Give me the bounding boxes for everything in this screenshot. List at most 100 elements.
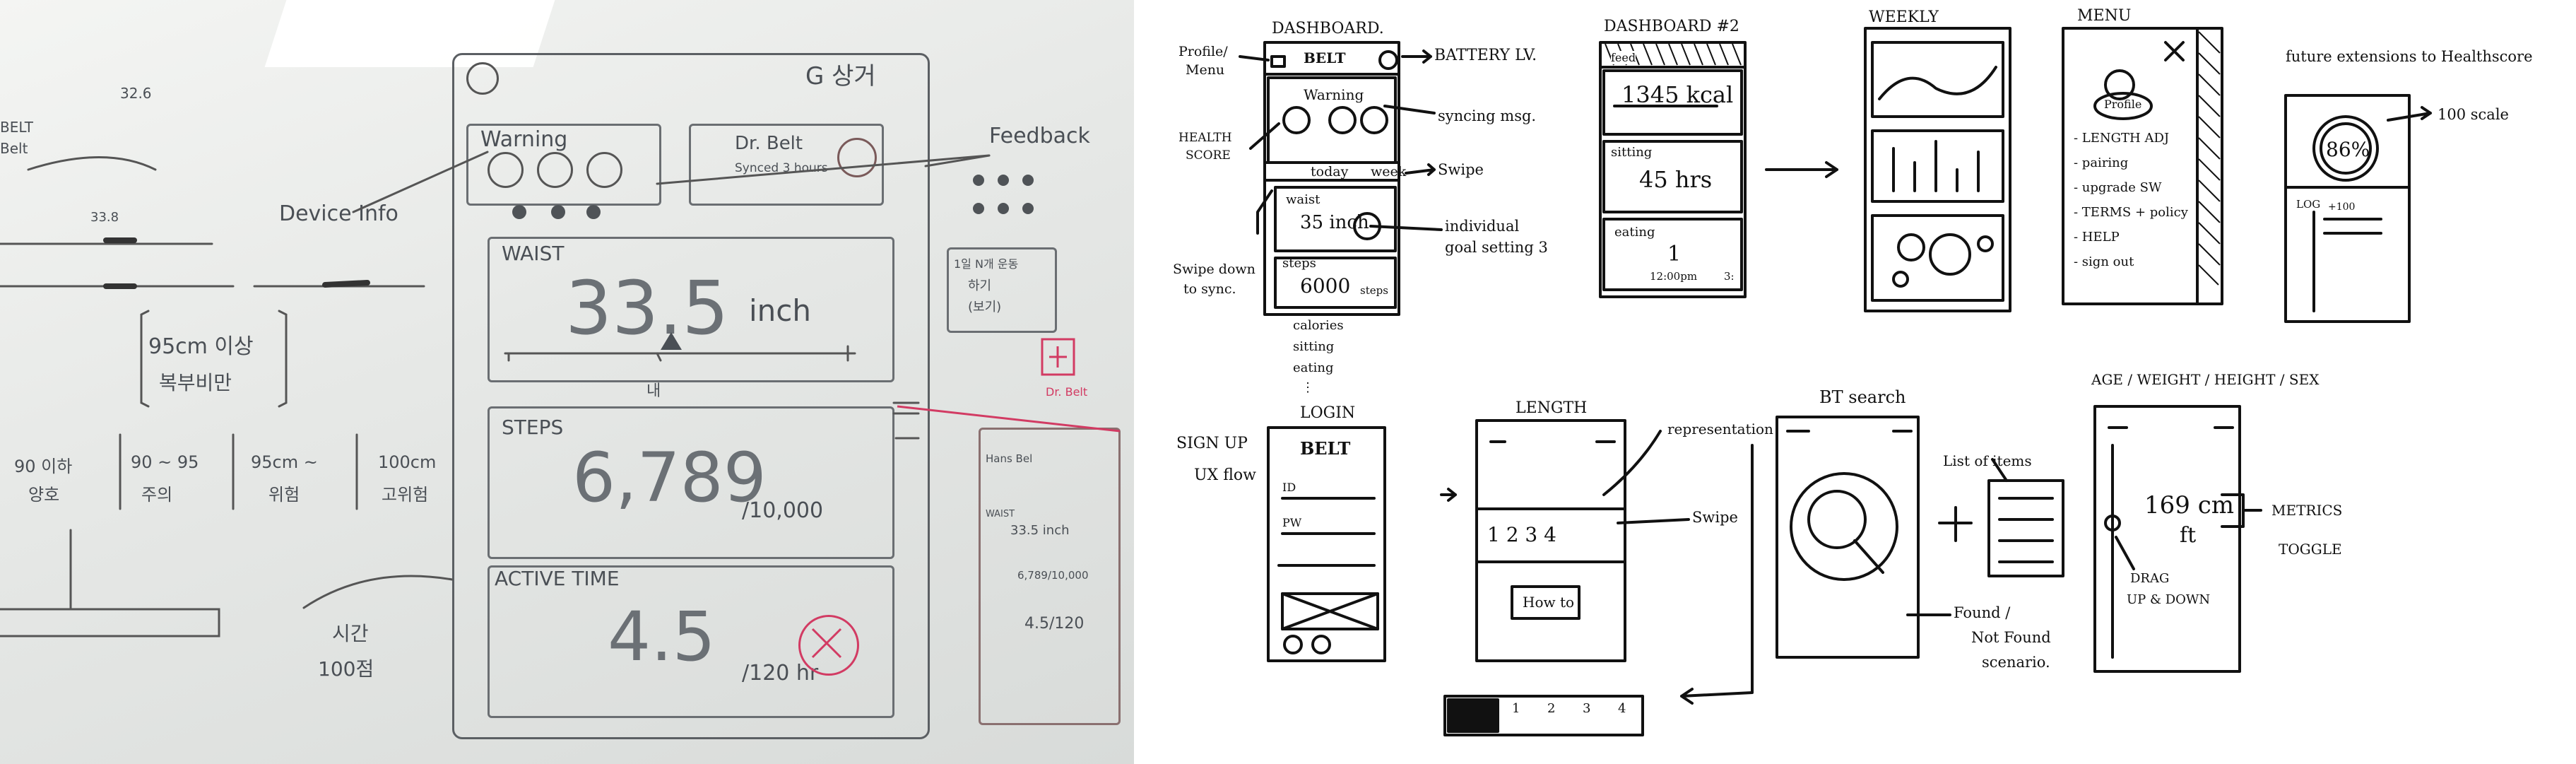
sk-individual-2: goal setting 3 [1445, 239, 1548, 256]
wb-side-note-3: (보기) [968, 300, 1002, 315]
sk-more-1: calories [1293, 318, 1344, 333]
sk-menu-item-2: - pairing [2074, 155, 2129, 170]
sk-eating-value: 1 [1667, 242, 1682, 266]
wb-steps-goal: /10,000 [742, 498, 824, 523]
wb-warning-circle-1 [488, 152, 524, 188]
wb-waist-label: WAIST [502, 242, 565, 265]
wb-steps-label: STEPS [502, 416, 564, 439]
sk-found-2: Not Found [1971, 629, 2051, 646]
wb-drbelt-red: Dr. Belt [1046, 385, 1088, 399]
sk-age-title: AGE / WEIGHT / HEIGHT / SEX [2091, 371, 2320, 388]
wb-steps-panel [488, 406, 894, 559]
wb-warning-circle-3 [586, 152, 622, 188]
sk-representation: representation [1667, 421, 1773, 437]
sk-belt: BELT [1304, 49, 1346, 66]
sk-howto: How to [1523, 594, 1575, 611]
wb-waist-value: 33.5 [565, 265, 729, 351]
wb-scale-2: 양호 [28, 485, 60, 505]
wb-top-circle [466, 62, 499, 95]
sk-strip-4: 4 [1618, 701, 1626, 716]
wb-range-text-2: 복부비만 [159, 371, 232, 394]
wb-active-label: ACTIVE TIME [495, 567, 620, 590]
wb-bottom-left-2: 100점 [318, 657, 374, 681]
wb-red-badge [798, 615, 859, 676]
sk-score: 86% [2326, 138, 2370, 161]
sk-week: week [1371, 164, 1407, 180]
wb-side-note-2: 하기 [968, 278, 992, 293]
sk-strip-1: 1 [1512, 701, 1520, 716]
sk-found-1: Found / [1954, 604, 2011, 621]
sk-signup-1: SIGN UP [1176, 435, 1248, 452]
sk-scale100: 100 scale [2438, 106, 2509, 123]
wb-mini-5: 4.5/120 [1024, 615, 1085, 633]
sk-individual-1: individual [1445, 218, 1520, 235]
sk-more-3: eating [1293, 360, 1334, 375]
sk-login-pw: PW [1282, 516, 1302, 529]
wb-mini-3: 33.5 inch [1010, 523, 1070, 538]
sk-warning: Warning [1304, 86, 1364, 103]
wb-scale-5: 95cm ~ [251, 452, 318, 472]
wb-waist-unit: inch [749, 293, 811, 328]
whiteboard-photo: G 상거 Warning Dr. Belt Synced 3 hours Fee… [0, 0, 1134, 764]
wb-bottom-left-1: 시간 [332, 622, 369, 645]
wb-range-text-1: 95cm 이상 [148, 334, 254, 359]
sk-strip-2: 2 [1547, 701, 1556, 716]
sk-feed: feed [1611, 51, 1636, 64]
wb-scale-4: 주의 [141, 485, 173, 505]
sk-sitting-value: 45 hrs [1639, 166, 1713, 193]
sk-today: today [1311, 164, 1349, 180]
wb-warning-label: Warning [480, 127, 568, 152]
sk-log: LOG [2296, 198, 2321, 211]
sk-weekly-title: WEEKLY [1869, 8, 1939, 26]
wb-mini-1: Hans Bel [986, 452, 1033, 465]
wb-measure-small: 33.8 [90, 210, 119, 225]
wb-active-panel [488, 565, 894, 718]
sk-menu-item-4: - TERMS + policy [2074, 205, 2188, 220]
sk-eating: eating [1614, 225, 1655, 240]
wb-left-label-1: BELT [0, 119, 33, 136]
wb-feedback-label: Feedback [989, 124, 1090, 148]
wb-slider-mark: 내 [646, 382, 661, 400]
sk-strip-3: 3 [1583, 701, 1591, 716]
sk-length-swipe: Swipe [1692, 509, 1738, 526]
sk-profile-menu-2: Menu [1186, 62, 1225, 78]
sk-menu-item-3: - upgrade SW [2074, 180, 2162, 195]
wb-steps-value: 6,789 [572, 438, 767, 517]
sk-drag-1: DRAG [2130, 571, 2170, 586]
sk-swipe-down-1: Swipe down [1173, 261, 1255, 277]
wb-drbelt-label: Dr. Belt [735, 133, 803, 154]
wb-warning-box [466, 124, 661, 206]
wb-waist-panel [488, 237, 894, 382]
sk-waist-value: 35 inch [1300, 212, 1369, 233]
sk-metrics-1: METRICS [2271, 502, 2343, 519]
sk-swipe: Swipe [1438, 161, 1484, 178]
sk-syncing: syncing msg. [1438, 107, 1537, 124]
sk-health-score-2: SCORE [1186, 148, 1231, 163]
sk-waist: waist [1286, 192, 1321, 207]
sk-swipe-down-2: to sync. [1183, 281, 1236, 297]
sk-menu-profile: Profile [2104, 98, 2142, 111]
sk-eating-time: 12:00pm [1650, 270, 1698, 283]
sk-ft: ft [2180, 523, 2197, 548]
sk-more-2: sitting [1293, 339, 1335, 354]
sk-steps-value: 6000 [1300, 274, 1351, 298]
sk-length-title: LENGTH [1516, 399, 1588, 417]
sk-log-plus: +100 [2328, 201, 2356, 213]
sk-login-id: ID [1282, 481, 1296, 494]
wb-scale-6: 위험 [268, 485, 300, 505]
wb-scale-8: 고위험 [382, 485, 429, 505]
wb-side-note [947, 247, 1057, 333]
sk-sitting: sitting [1611, 145, 1653, 160]
sk-list-items: List of items [1943, 452, 2032, 469]
sk-length-numbers: 1 2 3 4 [1487, 523, 1556, 546]
sk-eating-end: 3: [1724, 270, 1735, 283]
sk-battery: BATTERY LV. [1434, 47, 1537, 64]
sk-menu-item-5: - HELP [2074, 230, 2120, 245]
sk-drag-2: UP & DOWN [2127, 592, 2211, 607]
sk-menu-item-6: - sign out [2074, 254, 2134, 269]
wb-mini-phone [979, 428, 1121, 725]
sk-kcal: 1345 kcal [1621, 81, 1734, 108]
wb-measure-top: 32.6 [120, 85, 152, 102]
